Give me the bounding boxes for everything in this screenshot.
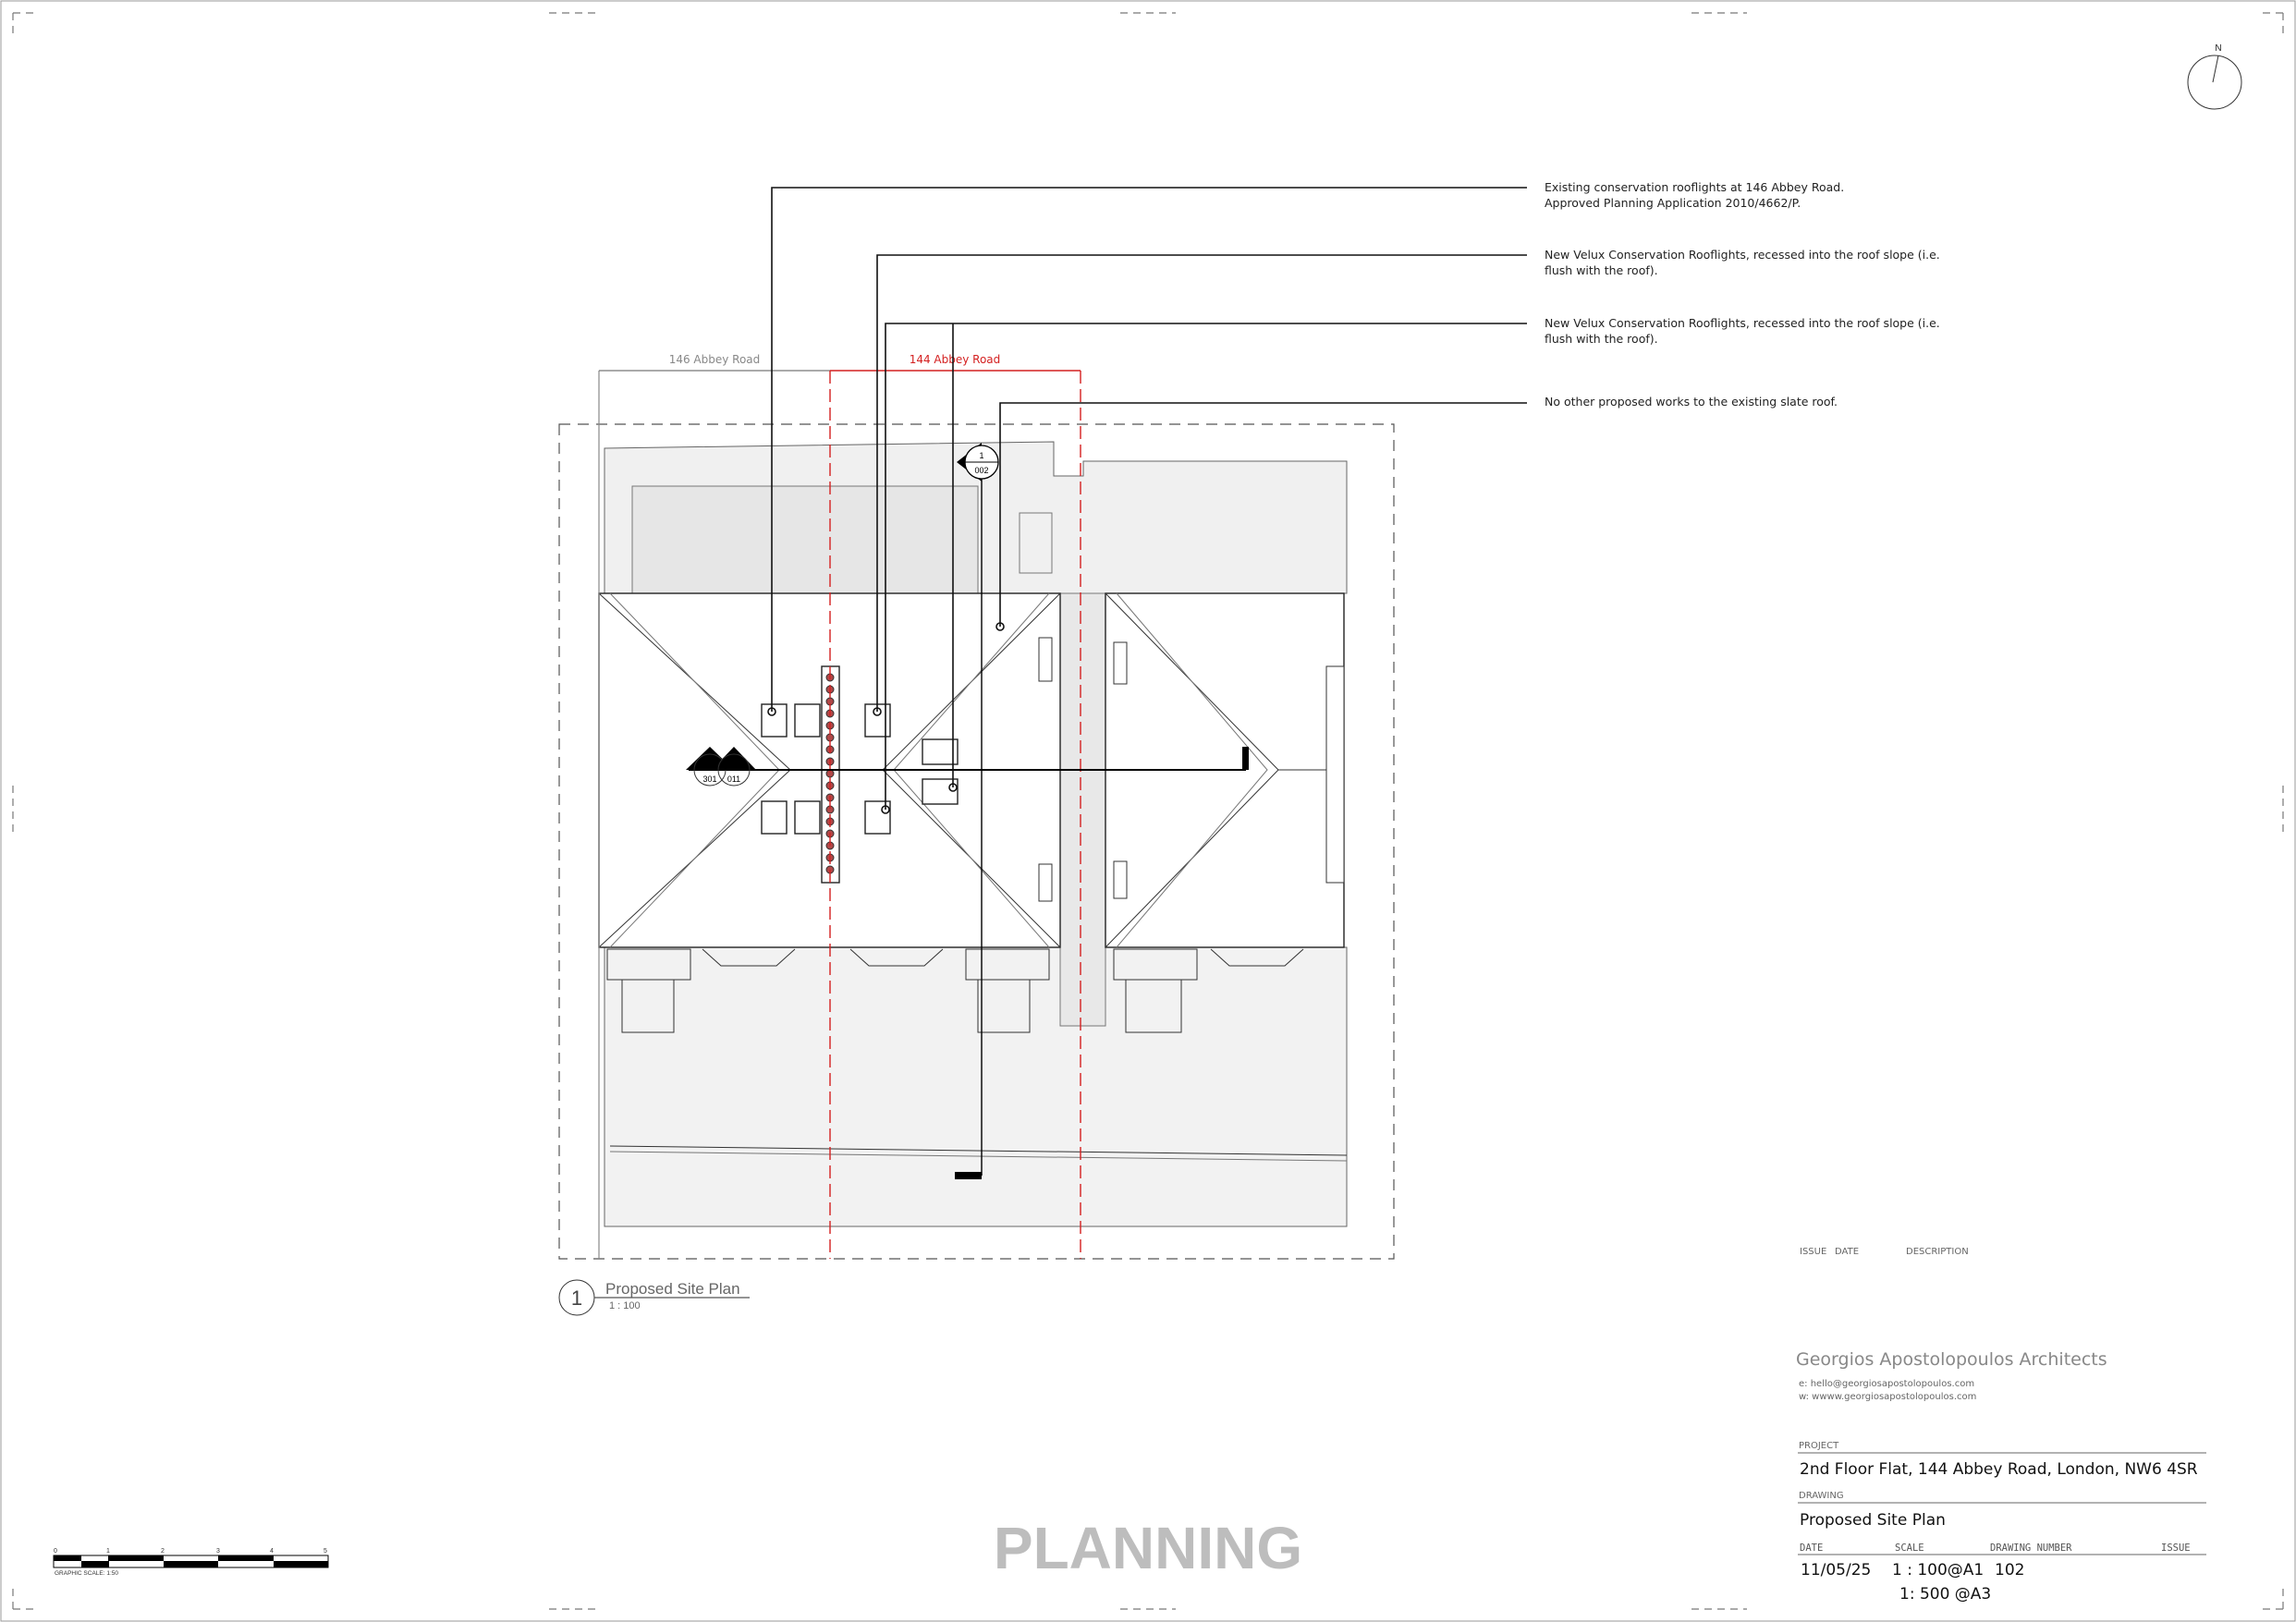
svg-text:301: 301 xyxy=(702,774,716,784)
rear-steps xyxy=(1019,512,1053,574)
north-arrow: N xyxy=(2187,43,2242,110)
front-garden xyxy=(604,946,1348,1227)
svg-text:1: 1 xyxy=(979,451,983,460)
north-label: N xyxy=(2215,43,2221,54)
company-name: Georgios Apostolopoulos Architects xyxy=(1796,1349,2107,1370)
scale-label: SCALE xyxy=(1895,1543,1924,1554)
leader-lines xyxy=(767,187,1527,814)
viewport-boundary xyxy=(558,423,1395,1260)
note-2-line-1: New Velux Conservation Rooflights, reces… xyxy=(1545,248,1940,262)
drawing-label: DRAWING xyxy=(1799,1491,1844,1501)
svg-text:5: 5 xyxy=(324,1548,327,1555)
svg-text:1: 1 xyxy=(733,758,738,767)
svg-text:011: 011 xyxy=(727,774,740,784)
svg-text:0: 0 xyxy=(54,1548,57,1555)
issue-header: ISSUE xyxy=(1800,1247,1826,1257)
description-header: DESCRIPTION xyxy=(1906,1247,1969,1257)
note-1-line-1: Existing conservation rooflights at 146 … xyxy=(1545,180,1844,194)
note-4-line-1: No other proposed works to the existing … xyxy=(1545,395,1838,409)
drawing-name: Proposed Site Plan xyxy=(1800,1511,1946,1530)
svg-text:4: 4 xyxy=(270,1548,274,1555)
section-end-mark xyxy=(955,1172,982,1179)
note-3-line-2: flush with the roof). xyxy=(1545,332,1658,346)
view-number: 1 xyxy=(571,1287,582,1310)
company-email: e: hello@georgiosapostolopoulos.com xyxy=(1799,1379,1974,1389)
scale-a3-value: 1: 500 @A3 xyxy=(1899,1585,1991,1604)
view-name: Proposed Site Plan xyxy=(605,1280,740,1298)
front-wall xyxy=(609,1145,1348,1156)
label-144-abbey-road: 144 Abbey Road xyxy=(910,353,1001,366)
date-header: DATE xyxy=(1835,1247,1859,1257)
crop-marks xyxy=(12,12,2284,1610)
title-block: ISSUE DATE DESCRIPTION Georgios Apostolo… xyxy=(1796,1247,2206,1604)
side-passage xyxy=(1059,592,1106,1027)
planning-stamp: PLANNING xyxy=(994,1515,1302,1581)
drawing-number-label: DRAWING NUMBER xyxy=(1990,1543,2072,1554)
site-plan: 146 Abbey Road 144 Abbey Road xyxy=(558,353,1395,1260)
view-scale: 1 : 100 xyxy=(609,1300,641,1311)
svg-text:1: 1 xyxy=(709,758,714,767)
drawing-number-value: 102 xyxy=(1995,1561,2024,1579)
graphic-scale-bar: 0 1 2 3 4 5 GRAPHIC SCALE: 1:50 xyxy=(53,1548,329,1577)
project-name: 2nd Floor Flat, 144 Abbey Road, London, … xyxy=(1800,1460,2198,1479)
company-web: w: wwww.georgiosapostolopoulos.com xyxy=(1799,1392,1976,1402)
view-title: 1 Proposed Site Plan 1 : 100 xyxy=(558,1279,750,1316)
svg-text:2: 2 xyxy=(161,1548,165,1555)
issue-label: ISSUE xyxy=(2161,1543,2191,1554)
label-146-abbey-road: 146 Abbey Road xyxy=(669,353,761,366)
date-value: 11/05/25 xyxy=(1801,1561,1871,1579)
scale-a1-value: 1 : 100@A1 xyxy=(1892,1561,1984,1579)
notes: Existing conservation rooflights at 146 … xyxy=(1545,180,1940,409)
section-callout-002[interactable]: 1 002 xyxy=(957,443,999,482)
scale-caption: GRAPHIC SCALE: 1:50 xyxy=(55,1570,118,1577)
rear-roof xyxy=(631,485,979,594)
section-marker-011[interactable]: 1 011 xyxy=(712,747,756,787)
svg-text:1: 1 xyxy=(106,1548,110,1555)
svg-text:002: 002 xyxy=(974,466,988,475)
note-2-line-2: flush with the roof). xyxy=(1545,263,1658,277)
date-label: DATE xyxy=(1800,1543,1823,1554)
note-1-line-2: Approved Planning Application 2010/4662/… xyxy=(1545,196,1801,210)
front-steps xyxy=(606,948,1304,1033)
project-label: PROJECT xyxy=(1799,1441,1839,1451)
svg-text:3: 3 xyxy=(216,1548,220,1555)
note-3-line-1: New Velux Conservation Rooflights, reces… xyxy=(1545,316,1940,330)
side-bay xyxy=(1325,665,1345,884)
